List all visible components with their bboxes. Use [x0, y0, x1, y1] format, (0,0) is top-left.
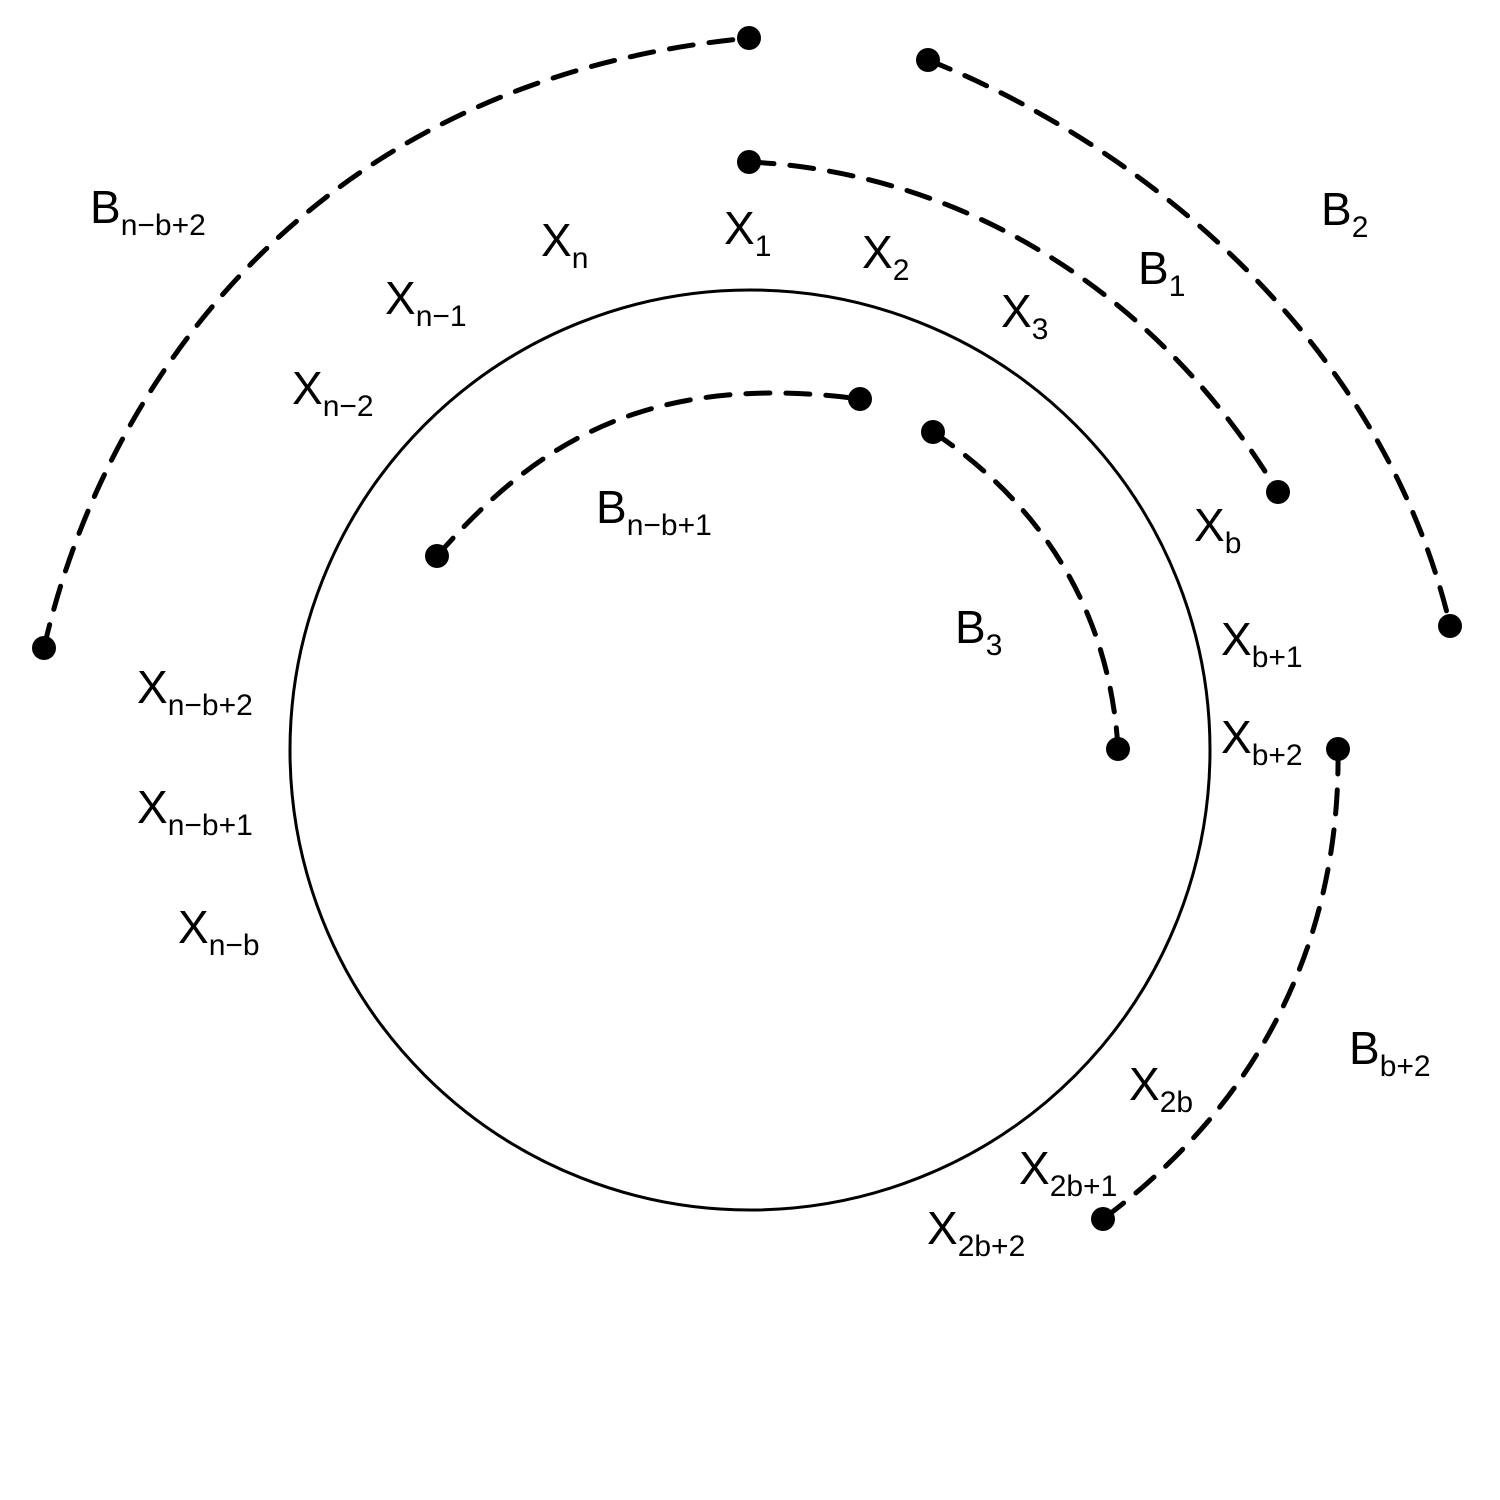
label-xn1: Xn−1 — [385, 272, 467, 333]
label-x2b1: X2b+1 — [1019, 1142, 1117, 1203]
dot-bnb1-start — [425, 544, 449, 568]
label-xn: Xn — [541, 214, 588, 275]
label-x2b: X2b — [1129, 1058, 1193, 1119]
label-xb: Xb — [1194, 499, 1241, 560]
label-xnb2: Xn−b+2 — [137, 661, 253, 722]
dot-b1-start — [737, 150, 761, 174]
dot-bb2-start — [1326, 737, 1350, 761]
dot-b3-start — [921, 420, 945, 444]
dot-bnb1-end — [848, 387, 872, 411]
dot-bb2-end — [1091, 1207, 1115, 1231]
endpoint-dots — [32, 26, 1462, 1231]
label-xb1: Xb+1 — [1221, 613, 1303, 674]
label-bnb1: Bn−b+1 — [596, 481, 712, 542]
label-x3: X3 — [1001, 285, 1048, 346]
label-xnb: Xn−b — [178, 901, 260, 962]
dot-b3-end — [1106, 737, 1130, 761]
arc-b2 — [925, 57, 1453, 628]
label-xnb1: Xn−b+1 — [137, 781, 253, 842]
dot-bnb2-end — [737, 26, 761, 50]
arc-b1 — [747, 159, 1281, 495]
label-x2b2: X2b+2 — [927, 1202, 1025, 1263]
label-b3: B3 — [955, 601, 1002, 662]
label-bb2: Bb+2 — [1349, 1022, 1431, 1083]
dot-bnb2-start — [32, 636, 56, 660]
arc-bnb1 — [434, 390, 863, 559]
dot-b1-end — [1266, 480, 1290, 504]
label-xb2: Xb+2 — [1221, 711, 1303, 772]
arc-bnb2 — [41, 35, 753, 651]
label-b2: B2 — [1321, 183, 1368, 244]
label-x2: X2 — [862, 226, 909, 287]
dot-b2-start — [916, 48, 940, 72]
dot-b2-end — [1438, 614, 1462, 638]
arc-b3 — [930, 429, 1121, 751]
label-bnb2: Bn−b+2 — [90, 181, 206, 242]
label-xn2: Xn−2 — [292, 362, 374, 423]
label-b1: B1 — [1138, 242, 1185, 303]
arc-bb2 — [1100, 747, 1341, 1222]
label-x1: X1 — [724, 202, 771, 263]
main-circle — [288, 288, 1212, 1212]
